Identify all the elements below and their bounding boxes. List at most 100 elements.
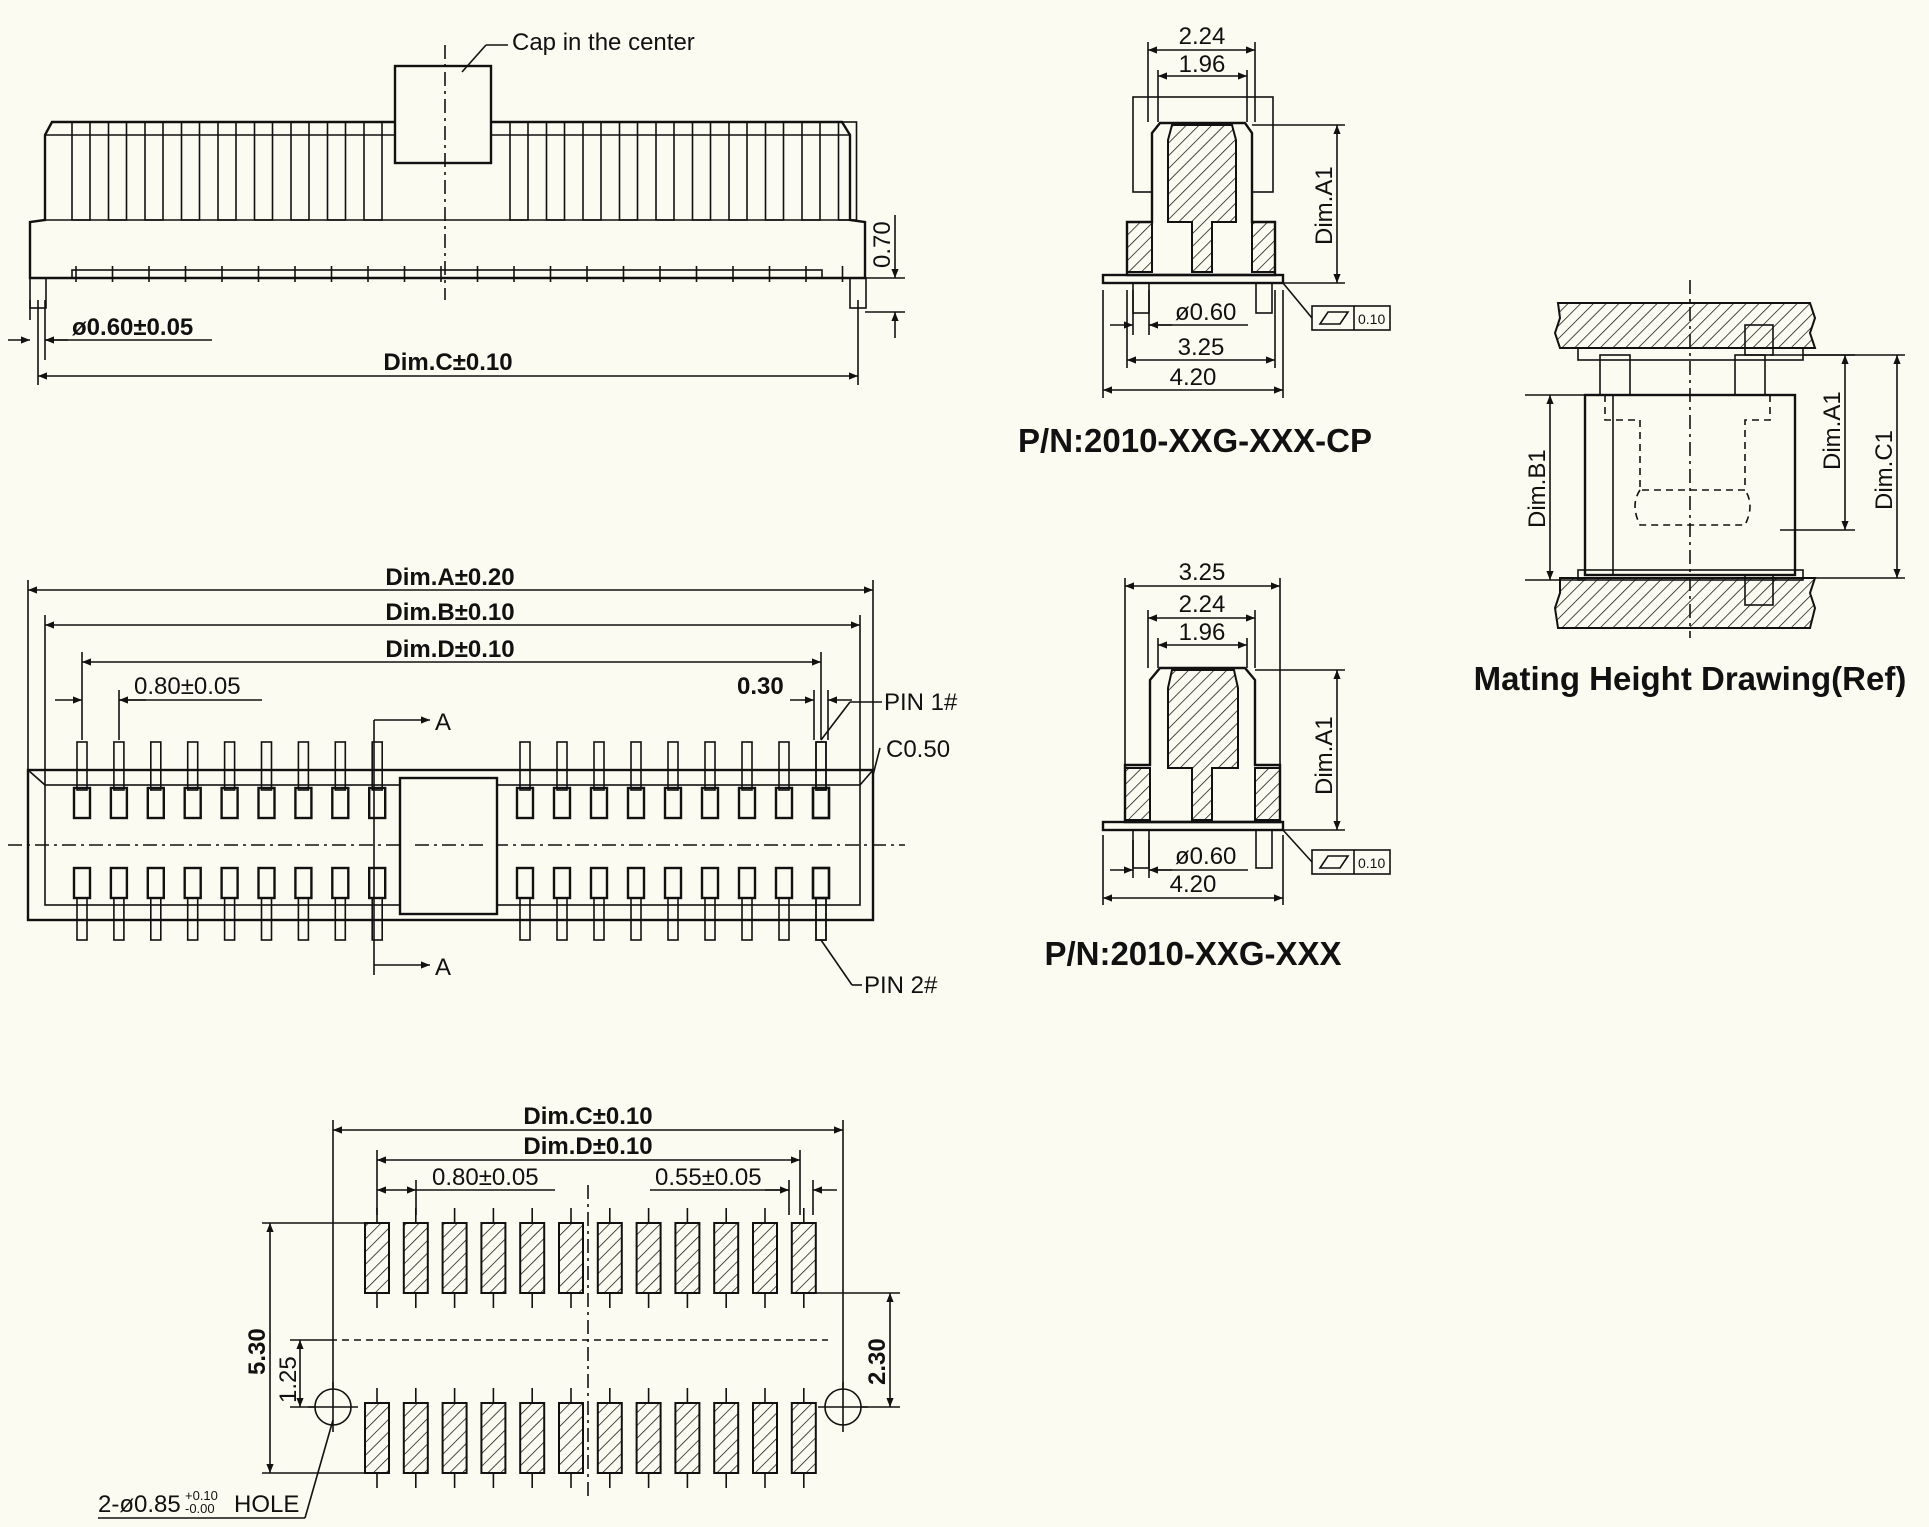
pin-bottom-row [150, 897, 162, 941]
pad-top-row [790, 1222, 817, 1294]
hole-tol-minus: -0.00 [185, 1501, 215, 1516]
top-pins [72, 741, 831, 941]
chamfer-label: C0.50 [886, 736, 950, 763]
rib [363, 121, 383, 221]
dim-a: Dim.A±0.20 [385, 564, 514, 591]
cp-dim-a1: Dim.A1 [1311, 166, 1338, 245]
pad-bottom-row [635, 1402, 662, 1474]
pin-top-row [630, 741, 642, 791]
contact-bottom-row [663, 866, 683, 900]
contact-top-row [331, 786, 350, 820]
pad-bottom-row [402, 1402, 429, 1474]
cp-flatness-value: 0.10 [1358, 311, 1385, 327]
dim-d-top: Dim.D±0.10 [385, 636, 514, 663]
hole-tol-plus: +0.10 [185, 1488, 218, 1503]
contact-top-row [72, 786, 92, 820]
pin-top-row [519, 741, 531, 791]
pin-top-row [76, 741, 88, 791]
std-flatness-frame [1311, 849, 1391, 875]
pad-top-row [558, 1222, 584, 1294]
pitch-dim-top: 0.80±0.05 [134, 673, 241, 700]
contact-top-row [146, 786, 166, 820]
fp-height-530: 5.30 [244, 1328, 271, 1375]
dim-c-side: Dim.C±0.10 [383, 349, 512, 376]
top-view: A A Dim.A±0.20 Dim.B±0.10 Dim.D±0.10 0.8… [8, 564, 958, 999]
pin-top-row [667, 741, 679, 791]
side-pins [29, 266, 867, 309]
rib [728, 121, 748, 221]
contact-bottom-row [774, 866, 794, 900]
std-width-196: 1.96 [1179, 619, 1226, 646]
hole-diameter: 0.85 [134, 1491, 181, 1518]
pin-bottom-row [223, 897, 236, 941]
rib [326, 121, 347, 221]
contact-bottom-row [220, 866, 239, 900]
hole-count: 2- [98, 1491, 119, 1518]
pad-bottom-row [364, 1402, 390, 1474]
pad-bottom-row [596, 1402, 623, 1474]
std-post-dim: 0.60 [1190, 843, 1237, 870]
cap-note: Cap in the center [512, 29, 695, 56]
pin-bottom-row [113, 897, 125, 941]
rib [618, 121, 639, 221]
rib [764, 121, 785, 221]
rib [217, 121, 237, 221]
section-a-top: A [435, 709, 451, 736]
side-view: Cap in the center 0.70 ø0.60±0.05 Dim.C±… [8, 29, 905, 385]
mating-title: Mating Height Drawing(Ref) [1474, 660, 1907, 697]
pin2-label: PIN 2# [864, 972, 938, 999]
rib [290, 121, 310, 221]
pin-bottom-row [704, 897, 716, 941]
pad-bottom-row [558, 1402, 584, 1474]
contact-bottom-row [515, 866, 535, 900]
contact-top-row [257, 786, 276, 820]
pad-top-row [635, 1222, 662, 1294]
pad-bottom-row [790, 1402, 817, 1474]
cp-width-420: 4.20 [1170, 364, 1217, 391]
pad-top-row [441, 1222, 468, 1294]
rib [691, 121, 712, 221]
pin-bottom-row [334, 897, 347, 941]
standoff-dim: 0.70 [869, 221, 896, 268]
contact-bottom-row [183, 866, 202, 900]
pin1-label: PIN 1# [884, 689, 958, 716]
contact-top-row [589, 786, 609, 820]
contact-top-row [737, 786, 757, 820]
contact-bottom-row [811, 866, 831, 900]
contact-top-row [700, 786, 720, 820]
std-diameter-symbol: ø [1175, 843, 1190, 870]
center-cap-top [398, 776, 499, 916]
hole-diameter-symbol: ø [119, 1491, 134, 1518]
rib [180, 121, 201, 221]
pin-bottom-row [593, 897, 605, 941]
footprint-view: Dim.C±0.10 Dim.D±0.10 0.80±0.05 0.55±0.0… [98, 1103, 900, 1519]
pin-bottom-row [186, 897, 199, 941]
cp-part-number: P/N:2010-XXG-XXX-CP [1018, 422, 1372, 459]
contact-top-row [626, 786, 646, 820]
pin-top-row [113, 741, 125, 791]
fp-row-gap-230: 2.30 [864, 1338, 891, 1385]
contact-top-row [811, 786, 831, 820]
contact-top-row [663, 786, 683, 820]
contact-bottom-row [257, 866, 276, 900]
std-dim-a1: Dim.A1 [1311, 716, 1338, 795]
fp-pitch: 0.80±0.05 [432, 1164, 539, 1191]
pad-bottom-row [480, 1402, 507, 1474]
pad-top-row [480, 1222, 507, 1294]
section-std: 3.25 2.24 1.96 Dim.A1 ø0.60 4.20 [1044, 559, 1391, 972]
mating-dim-b1: Dim.B1 [1524, 449, 1551, 528]
rib [545, 121, 566, 221]
contact-bottom-row [700, 866, 720, 900]
section-a-bottom: A [435, 954, 451, 981]
svg-text:ø0.60: ø0.60 [1175, 843, 1236, 870]
pin-top-row [223, 741, 236, 791]
pin-top-row [815, 741, 827, 791]
pad-top-row [674, 1222, 701, 1294]
mating-dim-a1: Dim.A1 [1819, 391, 1846, 470]
pin-width-dim: 0.30 [737, 673, 784, 700]
fp-offset-125: 1.25 [275, 1356, 302, 1403]
pin-top-row [150, 741, 162, 791]
cp-diameter-symbol: ø [1175, 299, 1190, 326]
pin-bottom-row [371, 897, 384, 941]
